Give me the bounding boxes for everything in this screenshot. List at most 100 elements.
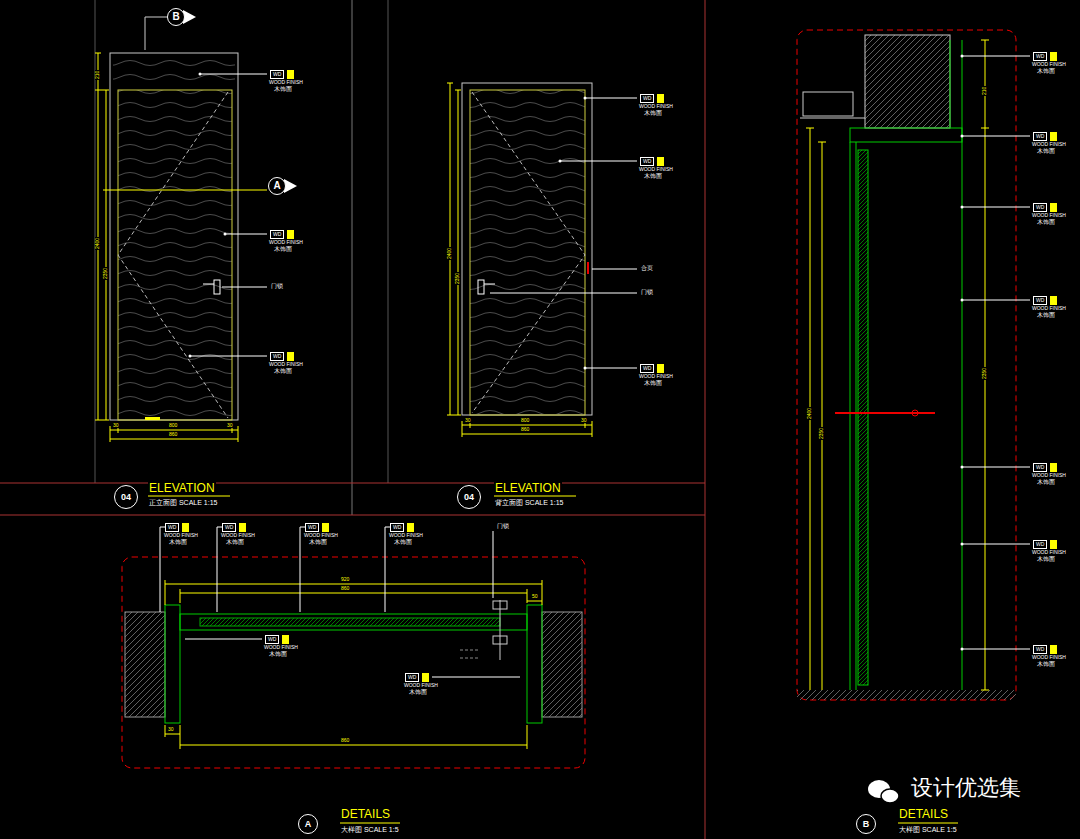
material-swatch xyxy=(1050,463,1057,472)
view-subtitle: 大样图 SCALE 1:5 xyxy=(898,826,958,833)
dimension: 30 xyxy=(464,418,472,423)
dimension: 2350 xyxy=(819,427,824,440)
material-name: WOOD FINISH xyxy=(163,533,199,538)
material-tag: WD xyxy=(222,523,236,532)
material-swatch xyxy=(1050,132,1057,141)
material-swatch xyxy=(1050,203,1057,212)
material-name: WOOD FINISH xyxy=(1031,306,1067,311)
material-name: 木饰面 xyxy=(1036,479,1056,485)
dimension: 2400 xyxy=(95,237,100,250)
material-swatch xyxy=(657,157,664,166)
view-title: ELEVATION xyxy=(494,482,562,494)
material-code: WD xyxy=(273,353,281,359)
material-swatch xyxy=(1050,296,1057,305)
dimension: 2400 xyxy=(447,247,452,260)
watermark: 设计优选集 xyxy=(910,777,1022,799)
material-swatch xyxy=(322,523,329,532)
material-name: 木饰面 xyxy=(273,246,293,252)
material-code: WD xyxy=(643,365,651,371)
view-subtitle: 正立面图 SCALE 1:15 xyxy=(148,499,218,506)
material-name: WOOD FINISH xyxy=(638,167,674,172)
material-swatch xyxy=(1050,645,1057,654)
material-tag: WD xyxy=(305,523,319,532)
material-name: 木饰面 xyxy=(168,539,188,545)
material-tag: WD xyxy=(270,352,284,361)
part-note: 合页 xyxy=(640,265,654,271)
material-name: WOOD FINISH xyxy=(220,533,256,538)
material-swatch xyxy=(407,523,414,532)
section-marker: 04 xyxy=(457,485,481,509)
material-tag: WD xyxy=(390,523,404,532)
material-code: WD xyxy=(1036,204,1044,210)
section-marker: 04 xyxy=(114,485,138,509)
material-name: 木饰面 xyxy=(273,86,293,92)
material-name: WOOD FINISH xyxy=(638,374,674,379)
section-marker: B xyxy=(856,814,876,834)
dimension: 30 xyxy=(167,727,175,732)
material-code: WD xyxy=(273,71,281,77)
view-title: DETAILS xyxy=(898,808,949,820)
material-name: 木饰面 xyxy=(1036,148,1056,154)
dimension: 30 xyxy=(112,423,120,428)
material-tag: WD xyxy=(640,94,654,103)
material-code: WD xyxy=(1036,464,1044,470)
material-code: WD xyxy=(1036,297,1044,303)
dimension: 860 xyxy=(168,432,178,437)
dimension: 2350 xyxy=(455,272,460,285)
material-tag: WD xyxy=(1033,463,1047,472)
material-code: WD xyxy=(643,158,651,164)
material-name: 木饰面 xyxy=(1036,661,1056,667)
material-code: WD xyxy=(1036,133,1044,139)
material-name: 木饰面 xyxy=(643,110,663,116)
dimension: 920 xyxy=(340,577,350,582)
material-name: 木饰面 xyxy=(1036,312,1056,318)
dimension: 2350 xyxy=(103,267,108,280)
material-name: WOOD FINISH xyxy=(388,533,424,538)
view-title: DETAILS xyxy=(340,808,391,820)
material-code: WD xyxy=(1036,541,1044,547)
material-name: WOOD FINISH xyxy=(1031,142,1067,147)
material-tag: WD xyxy=(270,70,284,79)
material-name: WOOD FINISH xyxy=(1031,550,1067,555)
material-tag: WD xyxy=(1033,540,1047,549)
marker-letter: A xyxy=(305,820,312,829)
material-name: WOOD FINISH xyxy=(268,80,304,85)
material-tag: WD xyxy=(1033,132,1047,141)
dimension: 800 xyxy=(520,418,530,423)
material-name: WOOD FINISH xyxy=(303,533,339,538)
view-title: ELEVATION xyxy=(148,482,216,494)
material-code: WD xyxy=(1036,53,1044,59)
material-code: WD xyxy=(643,95,651,101)
material-name: 木饰面 xyxy=(273,368,293,374)
material-code: WD xyxy=(273,231,281,237)
material-swatch xyxy=(287,70,294,79)
section-marker: A xyxy=(298,814,318,834)
material-code: WD xyxy=(268,636,276,642)
material-tag: WD xyxy=(1033,203,1047,212)
material-name: WOOD FINISH xyxy=(1031,655,1067,660)
material-swatch xyxy=(239,523,246,532)
material-name: WOOD FINISH xyxy=(263,645,299,650)
part-note: 门锁 xyxy=(640,289,654,295)
material-name: 木饰面 xyxy=(1036,68,1056,74)
material-name: 木饰面 xyxy=(268,651,288,657)
material-tag: WD xyxy=(640,157,654,166)
dimension: 30 xyxy=(580,418,588,423)
material-name: 木饰面 xyxy=(408,689,428,695)
material-tag: WD xyxy=(1033,52,1047,61)
material-swatch xyxy=(657,94,664,103)
material-code: WD xyxy=(168,524,176,530)
material-code: WD xyxy=(308,524,316,530)
dimension: 2350 xyxy=(982,367,987,380)
material-swatch xyxy=(657,364,664,373)
material-swatch xyxy=(182,523,189,532)
marker-letter: B xyxy=(863,820,870,829)
material-name: 木饰面 xyxy=(643,173,663,179)
material-tag: WD xyxy=(265,635,279,644)
dimension: 210 xyxy=(95,70,100,80)
material-tag: WD xyxy=(165,523,179,532)
material-tag: WD xyxy=(1033,645,1047,654)
material-name: 木饰面 xyxy=(643,380,663,386)
